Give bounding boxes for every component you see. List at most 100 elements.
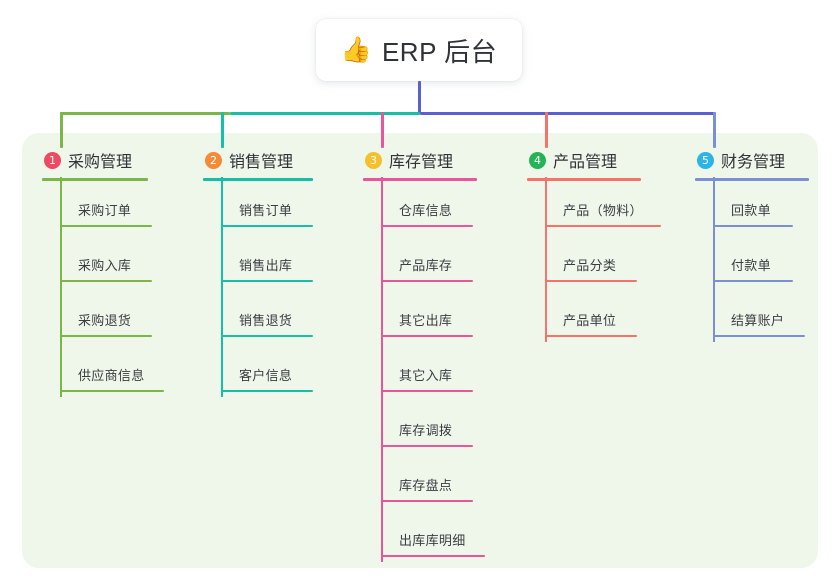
leaf-label: 销售出库: [239, 258, 293, 273]
leaf-label: 库存盘点: [399, 478, 453, 493]
column-5: 5 财务管理: [695, 148, 839, 181]
leaf-label: 其它出库: [399, 313, 453, 328]
leaf-rule: [545, 225, 661, 227]
leaf-item[interactable]: 产品分类: [545, 255, 665, 282]
leaf-label: 采购订单: [78, 203, 132, 218]
drop-connector-5: [713, 112, 716, 148]
leaf-item[interactable]: 结算账户: [713, 310, 833, 337]
leaf-item[interactable]: 采购订单: [60, 200, 180, 227]
leaf-item[interactable]: 销售出库: [221, 255, 341, 282]
badge-number-icon: 4: [529, 151, 546, 169]
column-header-1[interactable]: 1 采购管理: [42, 148, 192, 172]
leaf-rule: [60, 225, 152, 227]
column-header-5[interactable]: 5 财务管理: [695, 148, 839, 172]
root-title: ERP 后台: [381, 36, 498, 67]
column-title: 财务管理: [721, 154, 786, 171]
leaf-item[interactable]: 仓库信息: [381, 200, 501, 227]
leaf-label: 结算账户: [731, 313, 785, 328]
leaf-label: 付款单: [731, 258, 771, 273]
column-title: 库存管理: [389, 154, 454, 171]
leaf-label: 销售订单: [239, 203, 293, 218]
leaf-label: 产品分类: [563, 258, 617, 273]
column-1: 1 采购管理: [42, 148, 192, 181]
leaf-item[interactable]: 销售订单: [221, 200, 341, 227]
leaf-item[interactable]: 采购退货: [60, 310, 180, 337]
column-header-2[interactable]: 2 销售管理: [203, 148, 353, 172]
thumbs-up-icon: 👍: [340, 35, 372, 64]
bus-green: [60, 112, 230, 115]
bus-purple: [420, 112, 715, 115]
column-title: 产品管理: [553, 154, 618, 171]
leaf-rule: [713, 225, 793, 227]
leaf-rule: [713, 335, 805, 337]
leaf-item[interactable]: 采购入库: [60, 255, 180, 282]
leaf-rule: [381, 390, 473, 392]
badge-number-icon: 1: [44, 151, 61, 169]
column-spine-1: [60, 177, 62, 397]
leaf-rule: [60, 390, 164, 392]
leaf-item[interactable]: 回款单: [713, 200, 833, 227]
leaf-label: 产品库存: [399, 258, 453, 273]
leaf-item[interactable]: 库存盘点: [381, 475, 501, 502]
leaf-item[interactable]: 出库库明细: [381, 530, 501, 557]
leaf-rule: [381, 500, 473, 502]
leaf-rule: [221, 225, 313, 227]
leaf-item[interactable]: 产品单位: [545, 310, 665, 337]
column-header-rule: [363, 178, 477, 181]
leaf-item[interactable]: 产品（物料）: [545, 200, 665, 227]
leaf-rule: [221, 280, 313, 282]
leaf-rule: [381, 225, 473, 227]
leaf-label: 回款单: [731, 203, 771, 218]
column-4: 4 产品管理: [527, 148, 677, 181]
leaf-rule: [60, 280, 152, 282]
column-header-rule: [203, 178, 313, 181]
leaf-label: 采购退货: [78, 313, 132, 328]
root-node[interactable]: 👍 ERP 后台: [316, 19, 522, 81]
drop-connector-2: [221, 112, 224, 148]
leaf-rule: [221, 390, 313, 392]
leaf-label: 销售退货: [239, 313, 293, 328]
badge-number-icon: 3: [365, 151, 382, 169]
column-spine-2: [221, 177, 223, 397]
badge-number-icon: 5: [697, 151, 714, 169]
leaf-rule: [381, 335, 473, 337]
leaf-item[interactable]: 供应商信息: [60, 365, 180, 392]
column-header-3[interactable]: 3 库存管理: [363, 148, 513, 172]
column-spine-3: [381, 177, 383, 562]
leaf-item[interactable]: 其它出库: [381, 310, 501, 337]
leaf-label: 其它入库: [399, 368, 453, 383]
column-2: 2 销售管理: [203, 148, 353, 181]
leaf-rule: [545, 280, 637, 282]
leaf-label: 采购入库: [78, 258, 132, 273]
leaf-rule: [381, 280, 473, 282]
leaf-item[interactable]: 销售退货: [221, 310, 341, 337]
column-3: 3 库存管理: [363, 148, 513, 181]
leaf-label: 供应商信息: [78, 368, 145, 383]
column-header-rule: [695, 178, 809, 181]
bus-teal: [230, 112, 420, 115]
leaf-label: 库存调拨: [399, 423, 453, 438]
leaf-rule: [713, 280, 793, 282]
drop-connector-4: [545, 112, 548, 148]
column-spine-5: [713, 177, 715, 342]
leaf-label: 仓库信息: [399, 203, 453, 218]
leaf-item[interactable]: 其它入库: [381, 365, 501, 392]
column-header-rule: [527, 178, 641, 181]
leaf-label: 产品（物料）: [563, 203, 643, 218]
leaf-label: 产品单位: [563, 313, 617, 328]
drop-connector-1: [60, 112, 63, 148]
drop-connector-3: [381, 112, 384, 148]
column-header-4[interactable]: 4 产品管理: [527, 148, 677, 172]
column-title: 采购管理: [68, 154, 133, 171]
leaf-rule: [60, 335, 152, 337]
leaf-item[interactable]: 客户信息: [221, 365, 341, 392]
leaf-item[interactable]: 产品库存: [381, 255, 501, 282]
column-spine-4: [545, 177, 547, 342]
badge-number-icon: 2: [205, 151, 222, 169]
leaf-rule: [545, 335, 637, 337]
root-stem-connector: [418, 81, 421, 114]
column-header-rule: [42, 178, 148, 181]
leaf-item[interactable]: 付款单: [713, 255, 833, 282]
leaf-item[interactable]: 库存调拨: [381, 420, 501, 447]
column-title: 销售管理: [229, 154, 294, 171]
